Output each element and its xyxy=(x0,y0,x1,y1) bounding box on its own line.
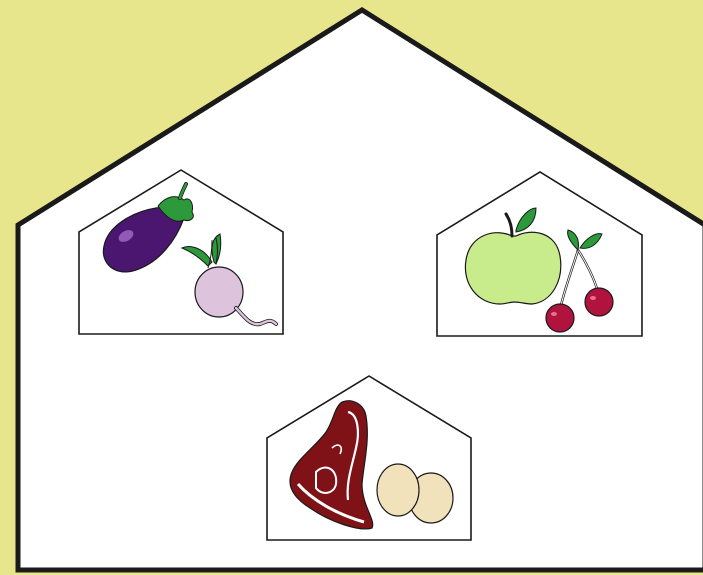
food-house-illustration xyxy=(0,0,703,575)
